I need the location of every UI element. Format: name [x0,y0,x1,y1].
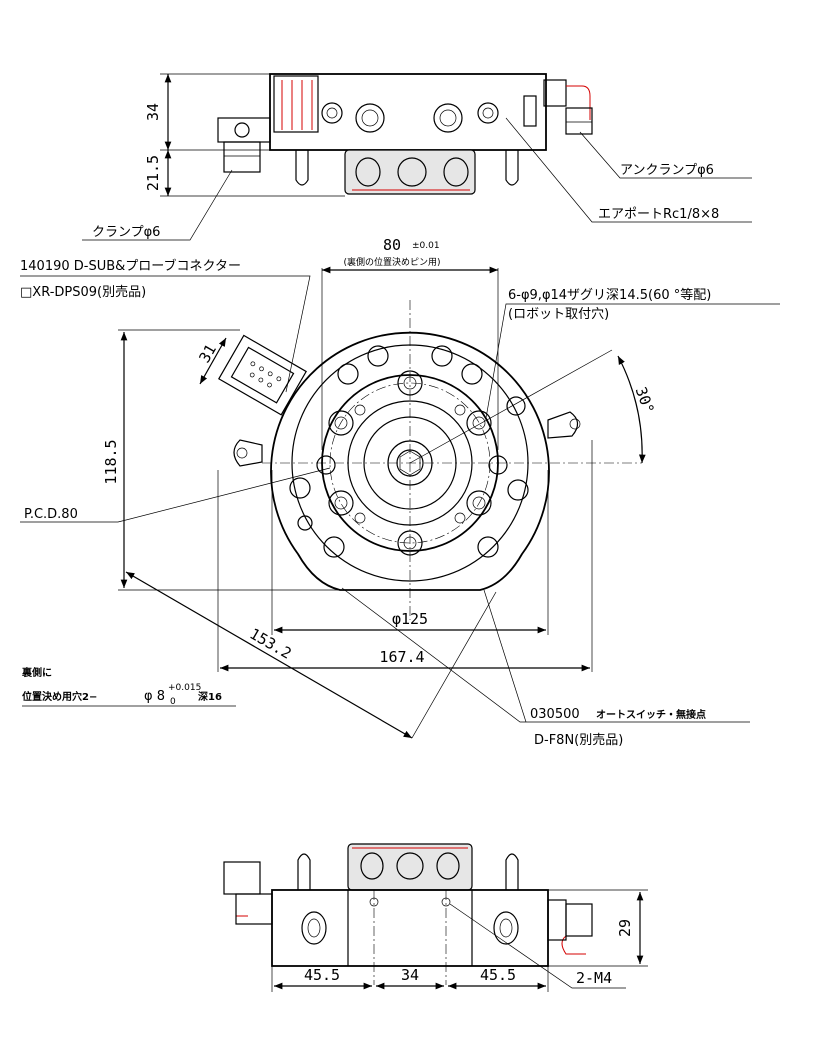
pcd-label: P.C.D.80 [24,507,78,522]
back-note-line1: 裏側に [21,666,52,679]
dim-80-note: (裏側の位置決めピン用) [343,256,440,268]
connector-label-line2: □XR-DPS09(別売品) [20,284,146,300]
pin-hole-depth: 深16 [198,690,222,703]
outer-ring-ports [289,345,529,558]
dim-45-5-left-label: 45.5 [304,966,340,984]
top-view-connector-block [273,75,319,133]
bottom-view-body [271,889,549,967]
dim-21-5-label: 21.5 [144,155,162,191]
air-port-label: エアポートRc1/8×8 [598,207,719,222]
pin-hole-tol-upper: +0.015 [168,683,201,693]
dim-31-label: 31 [195,341,220,366]
switch-name: オートスイッチ・無接点 [596,708,706,721]
front-view-outline [270,331,550,591]
dim-125-label: φ125 [392,610,428,628]
top-view-body [269,73,547,151]
dim-34-bottom-label: 34 [401,966,419,984]
top-view: 34 21.5 アンクランプφ6 エアポートRc1/8×8 クランプφ6 [82,73,752,241]
dsub-connector [218,334,307,416]
dim-80-tolerance: ±0.01 [412,241,440,251]
pin-hole-diameter: φ 8 [144,689,165,704]
robot-hole-label-line2: (ロボット取付穴) [508,307,609,322]
pin-hole-tol-lower: 0 [170,697,176,707]
dim-29-label: 29 [616,919,634,937]
bottom-view: 45.5 34 45.5 29 2-M4 [223,843,648,992]
top-view-lower-flange [344,149,476,195]
angle-30-label: 30° [632,384,658,416]
m4-label: 2-M4 [576,969,612,987]
front-view: 80 ±0.01 (裏側の位置決めピン用) 140190 D-SUB&プローブコ… [20,236,780,748]
clamp-port-label: クランプφ6 [92,225,160,240]
back-note-line2: 位置決め用穴2− [22,690,97,703]
switch-model: D-F8N(別売品) [534,732,623,748]
dim-118-5-label: 118.5 [102,439,120,484]
connector-label-line1: 140190 D-SUB&プローブコネクター [20,258,241,274]
switch-code: 030500 [530,707,580,722]
dim-80-label: 80 [383,236,401,254]
robot-mount-holes [328,370,492,556]
dim-45-5-right-label: 45.5 [480,966,516,984]
dim-34-label: 34 [144,103,162,121]
bottom-view-top-flange [347,843,473,891]
dim-167-4-label: 167.4 [379,648,424,666]
unclamp-port-label: アンクランプφ6 [620,163,714,178]
robot-hole-label-line1: 6-φ9,φ14ザグリ深14.5(60 °等配) [508,287,711,303]
